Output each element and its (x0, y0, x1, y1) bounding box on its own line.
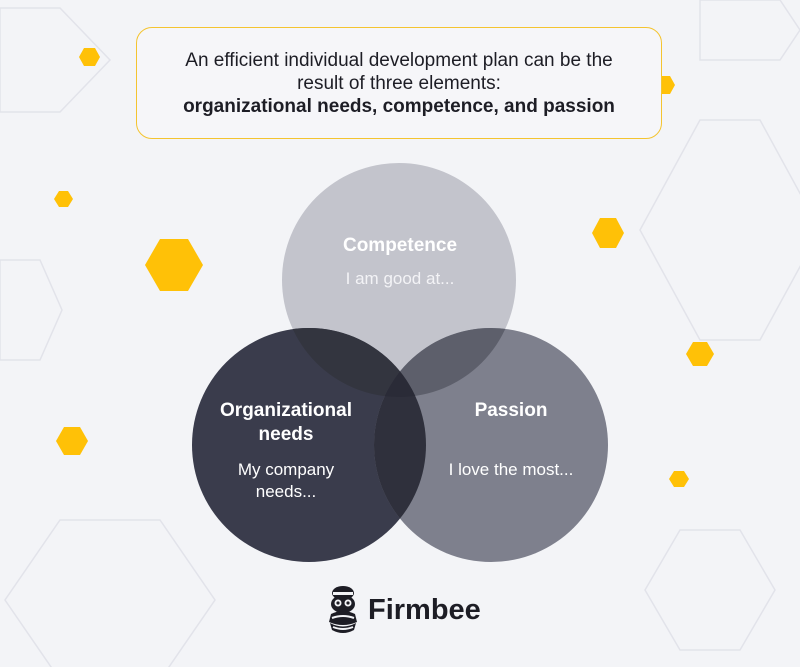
yellow-hexagon (56, 427, 88, 455)
organizational-title-line-2: needs (258, 424, 314, 445)
yellow-hexagon (592, 218, 624, 248)
bg-hexagon-outline (639, 119, 800, 341)
header-callout: An efficient individual development plan… (136, 27, 662, 139)
overlap-competence-passion (374, 328, 516, 397)
yellow-hexagon (686, 342, 714, 366)
header-line-3: organizational needs, competence, and pa… (183, 95, 615, 117)
brand-logo: Firmbee (326, 584, 481, 636)
passion-title: Passion (474, 400, 548, 421)
passion-label: Passion I love the most... (426, 399, 596, 481)
header-line-2: result of three elements: (297, 72, 501, 94)
bg-hexagon-outline (0, 259, 63, 361)
bg-hexagon-outline (699, 0, 800, 61)
organizational-label: Organizational needs My company needs... (196, 399, 376, 503)
competence-title: Competence (342, 235, 458, 256)
overlap-competence-organizational (282, 328, 426, 397)
yellow-hexagon (54, 191, 73, 207)
bg-hexagon-outline (4, 519, 216, 667)
organizational-subtitle-line-2: needs... (255, 482, 317, 501)
yellow-hexagon (669, 471, 689, 487)
passion-subtitle: I love the most... (448, 460, 574, 479)
organizational-title-line-1: Organizational (220, 400, 352, 421)
competence-subtitle: I am good at... (345, 269, 455, 288)
bee-mascot-icon (329, 586, 357, 633)
organizational-subtitle-line-1: My company (237, 460, 335, 479)
yellow-hexagon (79, 48, 100, 66)
bg-hexagon-outline (644, 529, 776, 651)
header-line-1: An efficient individual development plan… (185, 49, 613, 71)
competence-label: Competence I am good at... (300, 234, 500, 290)
yellow-hexagon (145, 239, 203, 291)
brand-name: Firmbee (368, 593, 481, 626)
bg-hexagon-outline (0, 7, 112, 113)
